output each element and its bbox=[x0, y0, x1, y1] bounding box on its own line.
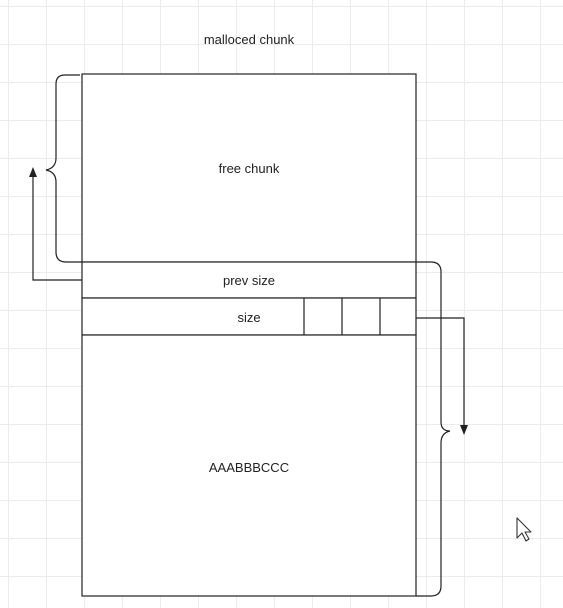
prev-size-pointer-line bbox=[32, 176, 82, 281]
arrow-down-icon bbox=[460, 425, 468, 435]
malloced-chunk-right-brace bbox=[416, 261, 451, 597]
size-pointer-line bbox=[416, 317, 465, 426]
size-label: size bbox=[237, 310, 260, 325]
free-chunk-box bbox=[81, 73, 417, 263]
data-label: AAABBBCCC bbox=[209, 460, 289, 475]
diagram-title: malloced chunk bbox=[204, 32, 295, 47]
prev-size-label: prev size bbox=[223, 273, 275, 288]
size-box bbox=[81, 297, 417, 336]
free-chunk-label: free chunk bbox=[219, 161, 280, 176]
prev-size-box bbox=[81, 261, 417, 299]
free-chunk-left-brace bbox=[45, 74, 82, 263]
arrow-up-icon bbox=[29, 167, 37, 177]
data-box bbox=[81, 334, 417, 597]
mouse-cursor-icon bbox=[516, 517, 532, 542]
